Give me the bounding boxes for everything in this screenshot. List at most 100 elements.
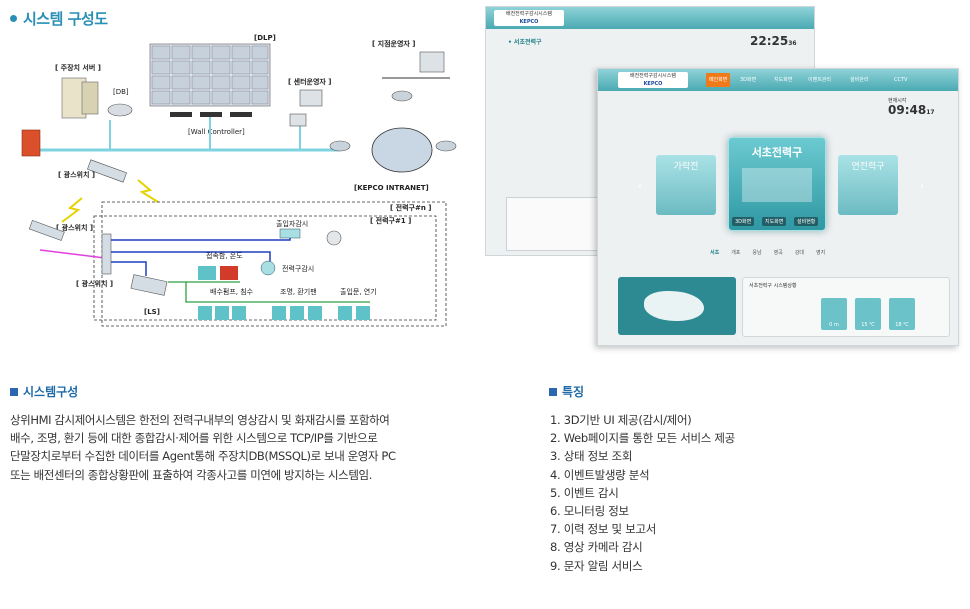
router-icon [391, 90, 413, 102]
list-item: 7. 이력 정보 및 보고서 [550, 522, 657, 537]
db-icon [107, 103, 133, 117]
menu-3d[interactable]: 3D화면 [740, 77, 757, 83]
list-item: 9. 문자 알림 서비스 [550, 558, 643, 573]
list-item: 3. 상태 정보 조회 [550, 449, 633, 464]
ls-label: [LS] [144, 308, 160, 316]
menu-main[interactable]: 메인화면 [706, 73, 731, 87]
hmi-date-label: 현재시각 [888, 98, 907, 104]
hmi-clock: 22:2536 [750, 34, 797, 48]
main-server-unit-icon [81, 81, 99, 115]
title-row: 시스템 구성도 [10, 8, 108, 29]
center-operator-label: [ 센터운영자 ] [288, 77, 331, 86]
light-icon [272, 306, 286, 320]
firewall-icon [21, 129, 41, 157]
drain-pump-label: 배수펌프, 침수 [210, 287, 254, 296]
sensor-icon [198, 266, 216, 280]
status-panel: 서초전력구 시스템상황 0 m 15 ℃ 18 ℃ [742, 277, 950, 337]
db-label: [DB] [113, 88, 129, 96]
light-fan-label: 조명, 환기팬 [280, 287, 317, 296]
description-line: 배수, 조명, 환기 등에 대한 종합감시·제어를 위한 시스템으로 TCP/I… [10, 431, 378, 446]
tunnel-card-left[interactable]: 가락전 [656, 155, 716, 215]
kepco-intranet-label: [KEPCO INTRANET] [354, 184, 429, 192]
optical-switch-icon [28, 220, 65, 241]
temp-gauge: 15 ℃ [855, 298, 881, 330]
pump-icon [198, 306, 212, 320]
tab-yeonggok[interactable]: 영곡 [773, 250, 783, 256]
tab-yeongji[interactable]: 영지 [816, 250, 826, 256]
list-item: 8. 영상 카메라 감시 [550, 540, 643, 555]
optical-switch-mid-label: [ 광스위치 ] [76, 279, 113, 288]
dome-camera-icon [260, 260, 276, 276]
dlp-wall [149, 43, 271, 107]
lan-line [111, 261, 147, 276]
button-map-view[interactable]: 지도화면 [762, 217, 787, 226]
tab-gaepo[interactable]: 개포 [731, 250, 741, 256]
button-3d-view[interactable]: 3D화면 [732, 217, 755, 226]
tab-eungnam[interactable]: 응남 [752, 250, 762, 256]
wireless-link-icon [137, 179, 159, 203]
map-panel[interactable] [618, 277, 736, 335]
list-item: 5. 이벤트 감시 [550, 485, 619, 500]
tunnel-n-label: [ 전력구#n ] [390, 203, 431, 212]
main-server-label: [ 주장치 서버 ] [55, 63, 101, 72]
temp-gauge: 18 ℃ [889, 298, 915, 330]
camera-icon [279, 228, 301, 239]
hmi-topbar: 배전전력구감시시스템 KEPCO [486, 7, 814, 29]
hmi-screenshot-front: 배전전력구감시시스템 KEPCO 메인화면 3D화면 지도화면 이벤트관리 설비… [597, 68, 959, 346]
list-item: 6. 모니터링 정보 [550, 504, 629, 519]
tunnel-n-boundary [101, 201, 447, 327]
menu-facility[interactable]: 설비관리 [850, 77, 869, 83]
temp-sensor-icon [220, 266, 238, 280]
contact-temp-label: 접속함, 온도 [206, 251, 243, 260]
status-panel-title: 서초전력구 시스템상황 [749, 283, 797, 289]
optical-switch-icon [101, 233, 112, 275]
center-operator-pc-icon [299, 89, 323, 107]
list-item: 1. 3D기반 UI 제공(감시/제어) [550, 413, 692, 427]
page-title: 시스템 구성도 [23, 10, 108, 28]
tunnel-tabs: 서초 개포 응남 영곡 강대 영지 [710, 249, 825, 256]
description-line: 단말장치로부터 수집한 데이터를 Agent통해 주장치DB(MSSQL)로 보… [10, 449, 396, 464]
optical-switch-left-label: [ 광스위치 ] [56, 223, 93, 232]
chevron-left-icon[interactable]: ‹ [638, 181, 642, 192]
system-description: 상위HMI 감시제어시스템은 한전의 전력구내부의 영상감시 및 화재감시를 포… [10, 411, 470, 484]
tunnel-card-right[interactable]: 연전력구 [838, 155, 898, 215]
wireless-link-icon [61, 197, 83, 223]
wall-controller-units [170, 112, 252, 117]
smoke-detector-icon [356, 306, 370, 320]
map-shape [644, 291, 704, 321]
water-level-gauge: 0 m [821, 298, 847, 330]
description-line: 상위HMI 감시제어시스템은 한전의 전력구내부의 영상감시 및 화재감시를 포… [10, 413, 390, 427]
person-icon [326, 230, 342, 246]
tunnel-card-main[interactable]: 서초전력구 [728, 137, 826, 231]
tunnel-1-boundary [93, 215, 437, 321]
hmi-logo: 배전전력구감시시스템 KEPCO [494, 10, 564, 26]
square-bullet-icon [549, 387, 557, 396]
tunnel-1-label: [ 전력구#1 ] [370, 216, 411, 225]
tab-gangdae[interactable]: 강대 [794, 250, 805, 256]
entrance-smoke-label: 출입문, 연기 [340, 287, 377, 296]
kepco-intranet-icon [371, 127, 433, 173]
menu-map[interactable]: 지도화면 [774, 77, 793, 83]
system-diagram: [DLP] [Wall Controller] [ 주장치 서버 ] [DB] … [21, 34, 457, 327]
dlp-label: [DLP] [254, 34, 276, 42]
hmi-clock: 09:4817 [888, 103, 935, 117]
button-facility-status[interactable]: 설비현황 [794, 217, 819, 226]
menu-cctv[interactable]: CCTV [894, 77, 908, 83]
description-line: 또는 배전센터의 종합상황판에 표출하여 각종사고를 미연에 방지하는 시스템임… [10, 467, 372, 482]
menu-event[interactable]: 이벤트관리 [808, 77, 832, 83]
site-operator-pc-icon [419, 51, 445, 73]
system-section-heading: 시스템구성 [10, 383, 78, 400]
fan-icon [290, 306, 304, 320]
hmi-topbar: 배전전력구감시시스템 KEPCO 메인화면 3D화면 지도화면 이벤트관리 설비… [598, 69, 958, 91]
pump-icon [215, 306, 229, 320]
router-icon [329, 140, 351, 152]
list-item: 2. Web페이지를 통한 모든 서비스 제공 [550, 431, 735, 446]
wall-controller-label: [Wall Controller] [188, 128, 245, 136]
lan-line [111, 251, 271, 262]
optical-switch-top-label: [ 광스위치 ] [58, 170, 95, 179]
bullet-icon [10, 15, 17, 22]
tunnel-monitor-label: 전력구감시 [282, 264, 314, 273]
chevron-right-icon[interactable]: › [920, 181, 924, 192]
tab-seocho[interactable]: 서초 [710, 250, 720, 256]
router-icon [435, 140, 457, 152]
